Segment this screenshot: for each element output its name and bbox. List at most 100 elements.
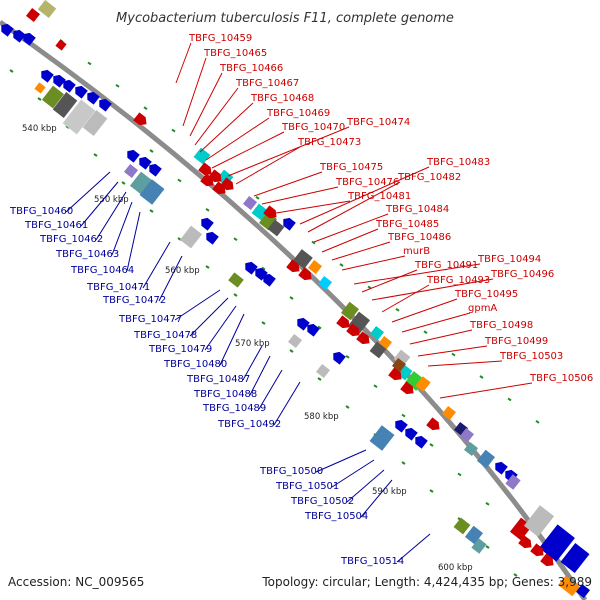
reverse-label-leader [158,255,183,302]
gene-arrow [1,23,14,37]
gene-feature [539,524,575,562]
scale-tick [9,69,14,73]
scale-tick [339,263,344,267]
scale-tick [317,325,322,330]
gene-arrow [540,553,554,567]
gene-feature [415,376,431,392]
gene-arrow [41,69,54,83]
forward-label-leader [439,382,533,399]
gene-feature [523,505,555,537]
scale-tick [507,397,512,402]
gene-arrow [23,32,36,46]
gene-arrow [99,98,112,112]
reverse-gene-label: TBFG_10461 [24,220,88,231]
reverse-label-leader [126,211,141,272]
scale-tick [485,501,490,506]
gene-arrow [400,381,414,395]
gene-arrow [518,535,532,549]
map-title: Mycobacterium tuberculosis F11, complete… [116,11,454,26]
gene-feature [267,219,285,237]
scale-tick [143,106,148,111]
gene-arrow [395,419,408,433]
forward-gene-label: TBFG_10482 [397,172,461,183]
gene-arrow [336,315,350,329]
scale-tick [311,240,316,245]
forward-gene-label: TBFG_10475 [319,162,383,173]
forward-gene-label: gpmA [468,303,497,314]
gene-feature [575,583,591,599]
gene-arrow [426,417,440,431]
scale-tick [87,61,92,66]
forward-label-leader [321,228,379,253]
forward-label-leader [261,186,339,205]
reverse-label-leader [396,533,431,563]
reverse-gene-label: TBFG_10500 [259,466,323,477]
scale-tick [401,413,406,418]
forward-label-leader [353,263,481,285]
gene-feature [307,259,323,275]
reverse-label-leader [219,313,245,366]
forward-label-leader [341,255,406,271]
scale-tick [171,128,176,133]
forward-label-leader [175,42,192,84]
kbp-tick-label: 540 kbp [22,124,57,134]
scale-tick [233,293,238,297]
gene-feature [287,333,303,349]
forward-label-leader [361,269,418,293]
gene-arrow [245,261,258,275]
forward-gene-label: TBFG_10484 [385,204,449,215]
gene-arrow [346,323,360,337]
scale-tick [401,461,406,465]
scale-tick [289,296,294,300]
gene-arrow [200,173,214,187]
scale-tick [205,265,210,269]
gene-arrow [283,217,296,231]
gene-feature [129,171,153,195]
scale-tick [261,321,266,325]
gene-arrow [495,461,508,475]
scale-tick [373,384,378,389]
reverse-label-leader [258,369,283,410]
gene-arrow [415,435,428,449]
scale-tick [457,472,462,477]
forward-gene-label: TBFG_10506 [529,373,593,384]
scale-tick [121,181,126,185]
gene-feature [25,7,41,23]
reverse-gene-label: TBFG_10460 [9,206,73,217]
gene-feature [505,474,521,490]
forward-gene-label: TBFG_10496 [490,269,554,280]
forward-gene-label: TBFG_10499 [484,336,548,347]
forward-gene-label: TBFG_10494 [477,254,541,265]
reverse-gene-label: TBFG_10464 [70,265,134,276]
forward-label-leader [182,57,207,127]
forward-label-leader [299,166,430,225]
kbp-tick-label: 550 kbp [94,195,129,205]
scale-tick [513,573,518,577]
forward-gene-label: TBFG_10498 [469,320,533,331]
gene-arrow [356,331,370,345]
forward-gene-label: TBFG_10467 [235,78,299,89]
gene-arrow [298,267,312,281]
forward-gene-label: TBFG_10469 [266,108,330,119]
scale-tick [317,377,322,381]
gene-feature [560,543,590,573]
gene-feature [391,357,407,373]
scale-tick [177,178,182,183]
forward-gene-label: TBFG_10485 [375,219,439,230]
reverse-gene-label: TBFG_10514 [340,556,404,567]
forward-gene-label: TBFG_10503 [499,351,563,362]
forward-label-leader [269,200,351,215]
kbp-tick-label: 590 kbp [372,487,407,497]
forward-label-leader [235,146,301,185]
scale-tick [345,354,350,359]
reverse-label-leader [95,191,127,241]
gene-feature [139,179,165,205]
kbp-tick-label: 560 kbp [165,266,200,276]
gene-feature [315,363,331,379]
forward-label-leader [331,241,391,261]
gene-feature [369,325,385,341]
reverse-gene-label: TBFG_10462 [39,234,103,245]
forward-gene-label: TBFG_10476 [335,177,399,188]
